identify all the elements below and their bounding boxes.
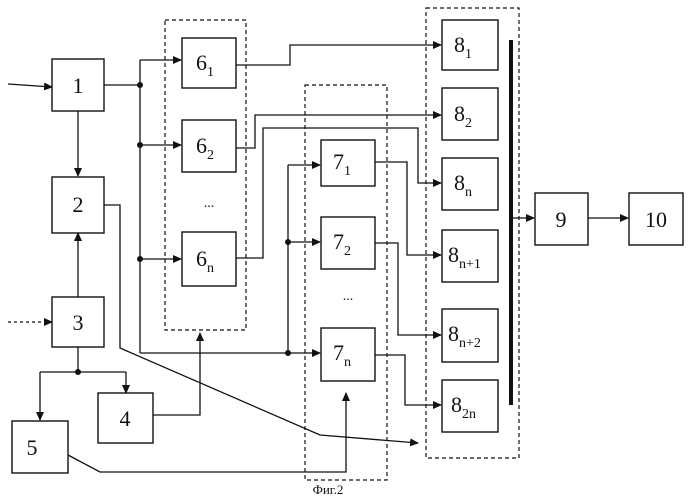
block-8-1: 81: [442, 20, 498, 70]
link-7-2-8-n2: [375, 243, 441, 335]
block-6-2: 62: [182, 120, 236, 172]
link-7-1-8-n1: [375, 162, 441, 255]
svg-text:2: 2: [73, 192, 84, 217]
block-10: 10: [629, 193, 683, 245]
junction-dot: [137, 256, 143, 262]
svg-text:5: 5: [27, 435, 38, 460]
block-6-n: 6n: [182, 232, 236, 286]
block-8-2n: 82n: [442, 380, 498, 432]
svg-text:10: 10: [645, 207, 667, 232]
svg-text:9: 9: [556, 207, 567, 232]
junction-dot: [285, 239, 291, 245]
block-8-n-plus-2: 8n+2: [442, 309, 498, 362]
block-1: 1: [52, 59, 104, 111]
input-arrow-1: [8, 84, 52, 87]
junction-dot: [137, 82, 143, 88]
svg-text:3: 3: [73, 310, 84, 335]
svg-text:4: 4: [120, 406, 131, 431]
block-4: 4: [98, 393, 153, 443]
link-6-1-8-1: [235, 45, 441, 65]
junction-dot: [137, 142, 143, 148]
junction-dot: [285, 350, 291, 356]
block-8-n: 8n: [442, 158, 498, 210]
block-7-n: 7n: [321, 328, 375, 381]
junction-dot: [75, 369, 81, 375]
block-7-1: 71: [321, 140, 375, 186]
block-7-2: 72: [321, 217, 375, 269]
figure-caption: Фиг.2: [313, 482, 344, 497]
block-8-n-plus-1: 8n+1: [442, 230, 498, 282]
link-4-group-6: [153, 333, 200, 415]
link-7-n-8-2n: [375, 355, 441, 405]
ellipsis-group-6: ...: [204, 196, 215, 211]
block-6-1: 61: [182, 38, 236, 88]
block-3: 3: [52, 297, 104, 347]
block-8-2: 82: [442, 88, 498, 140]
ellipsis-group-7: ...: [343, 289, 354, 304]
block-5: 5: [12, 421, 68, 473]
block-9: 9: [535, 193, 588, 245]
svg-text:1: 1: [73, 73, 84, 98]
block-2: 2: [52, 177, 104, 233]
